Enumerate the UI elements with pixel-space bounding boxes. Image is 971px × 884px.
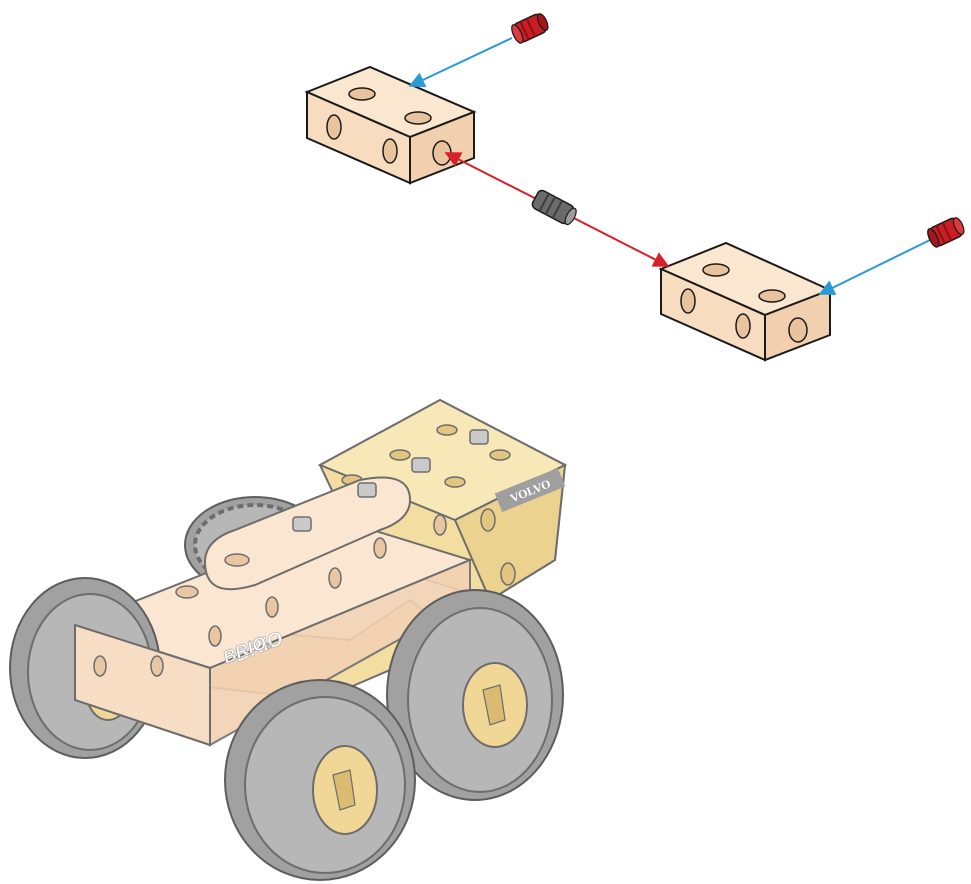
wooden-block-upper bbox=[304, 65, 477, 185]
wooden-block-lower bbox=[658, 241, 833, 362]
blue-arrow-lower bbox=[818, 239, 931, 295]
front-right-wheel bbox=[224, 679, 416, 881]
red-bolt-upper bbox=[511, 13, 549, 44]
assembled-vehicle: VOLVO BRIO ® bbox=[9, 398, 568, 881]
wooden-plate bbox=[203, 476, 412, 591]
blue-arrow-upper bbox=[408, 37, 513, 88]
rear-right-wheel bbox=[386, 589, 564, 801]
brio-registered-mark: ® bbox=[264, 641, 273, 652]
red-bolt-lower bbox=[927, 217, 965, 248]
grey-connector-peg bbox=[531, 189, 577, 226]
